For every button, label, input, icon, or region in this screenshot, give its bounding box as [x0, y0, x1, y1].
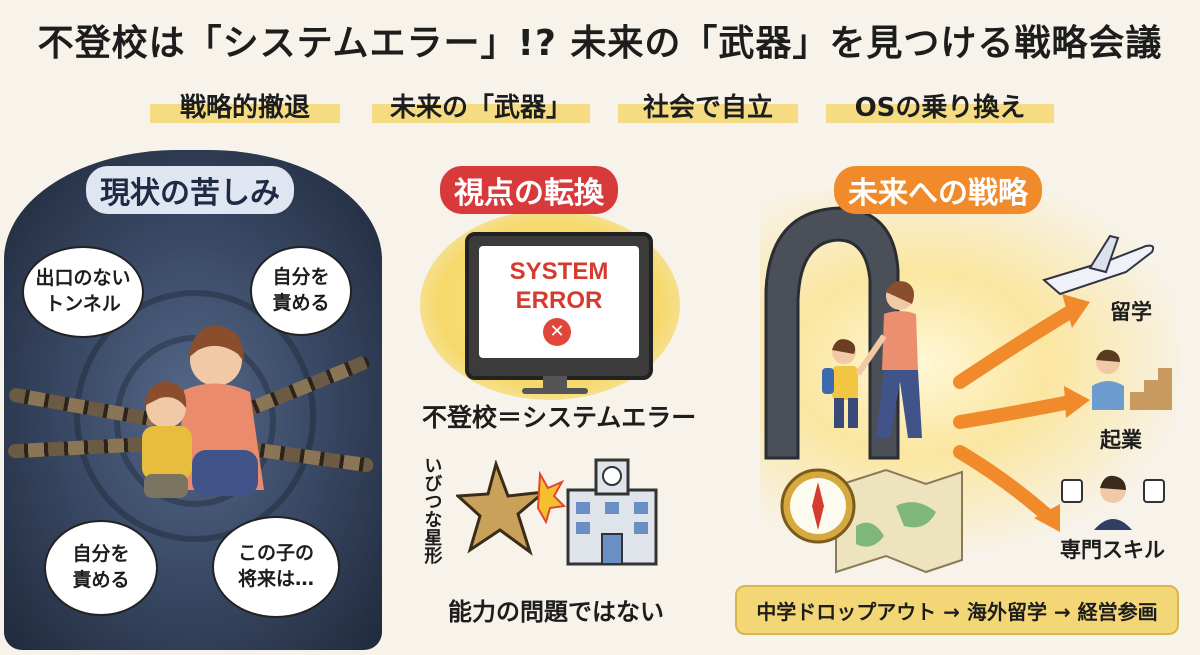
success-path-banner: 中学ドロップアウト → 海外留学 → 経営参画 — [735, 585, 1179, 635]
system-error-text: SYSTEM ERROR — [509, 258, 609, 314]
section-label-current-suffering: 現状の苦しみ — [86, 166, 294, 214]
star-shape-label: いびつな星形 — [421, 456, 443, 564]
monitor-icon: SYSTEM ERROR ✕ — [465, 232, 653, 380]
thought-bubble-childs-future: この子の 将来は… — [212, 516, 340, 618]
school-building-icon — [566, 458, 658, 566]
option-professional-skill: 専門スキル — [1060, 538, 1165, 562]
section-label-future-strategy: 未来への戦略 — [834, 166, 1042, 214]
parent-child-walking-illustration — [822, 281, 922, 438]
star-shape-icon — [456, 460, 566, 556]
keyword-future-weapon: 未来の「武器」 — [372, 88, 590, 128]
monitor-stand — [543, 376, 567, 390]
tunnel-exit-icon — [764, 206, 900, 460]
keyword-os-switch: OSの乗り換え — [826, 88, 1054, 128]
monitor-base — [522, 388, 588, 394]
section-label-perspective-shift: 視点の転換 — [440, 166, 618, 214]
option-start-business: 起業 — [1100, 428, 1142, 452]
page-title: 不登校は「システムエラー」!? 未来の「武器」を見つける戦略会議 — [37, 23, 1163, 64]
monitor-screen: SYSTEM ERROR ✕ — [479, 246, 639, 358]
option-study-abroad: 留学 — [1110, 300, 1152, 324]
entrepreneur-icon — [1092, 349, 1172, 410]
mother-child-illustration — [142, 325, 264, 498]
thought-bubble-no-exit: 出口のない トンネル — [22, 246, 144, 338]
thought-bubble-self-blame-bottom: 自分を 責める — [44, 520, 158, 616]
future-path-arrows — [953, 234, 1155, 532]
error-x-icon: ✕ — [543, 318, 571, 346]
keyword-strategic-retreat: 戦略的撤退 — [150, 88, 340, 128]
equation-text: 不登校＝システムエラー — [422, 403, 697, 432]
specialist-icon — [1061, 475, 1165, 530]
keyword-social-independence: 社会で自立 — [618, 88, 798, 128]
compass-map-icon — [780, 468, 963, 574]
thought-bubble-self-blame-top: 自分を 責める — [250, 246, 352, 336]
not-ability-caption: 能力の問題ではない — [448, 598, 664, 626]
